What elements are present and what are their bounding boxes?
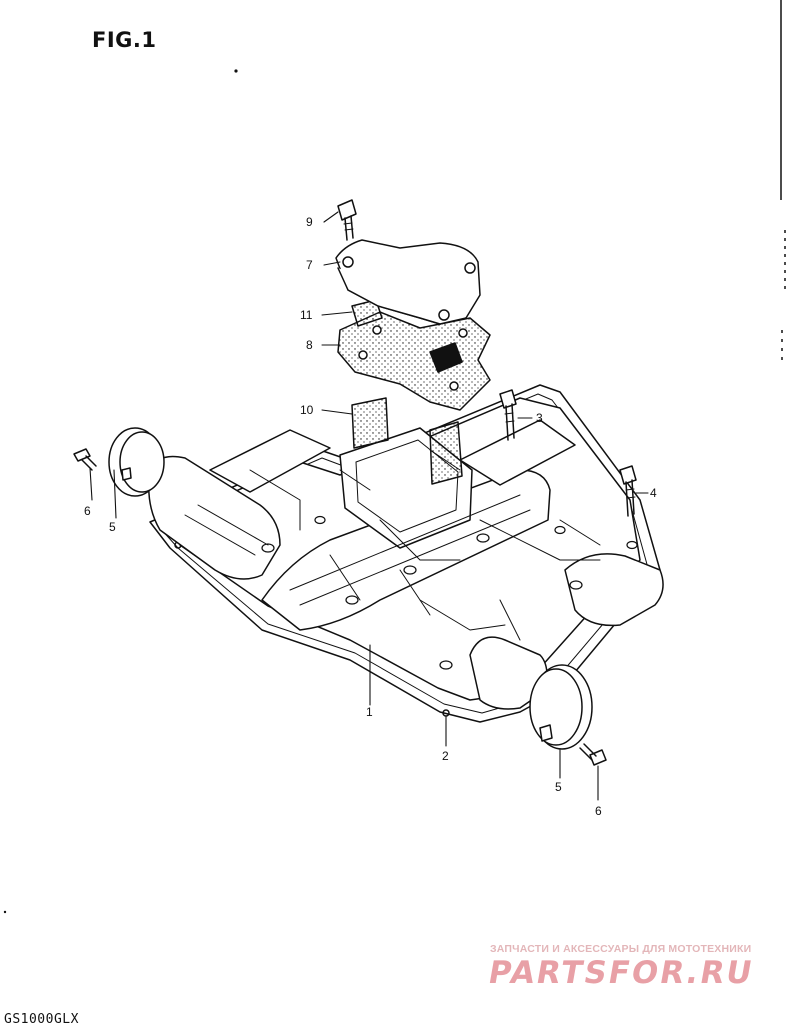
callout-2: 2 [442,749,449,763]
callout-5-right: 5 [555,780,562,794]
stray-dot [234,69,238,73]
callout-6-right: 6 [595,804,602,818]
part-4-bolt [619,465,637,517]
callout-7: 7 [306,258,313,272]
callout-labels: 9 7 11 8 10 3 4 6 5 1 2 5 6 [84,215,657,818]
callout-5-left: 5 [109,520,116,534]
leader-lines [89,211,649,801]
callout-1: 1 [366,705,373,719]
callout-8: 8 [306,338,313,352]
callout-4: 4 [650,486,657,500]
callout-11: 11 [300,308,313,322]
callout-6-left: 6 [84,504,91,518]
part-5-end-cap-right [529,664,593,750]
part-6-screw-right [579,743,607,766]
part-7-breather-cover [335,239,481,325]
stray-dot [3,910,7,914]
part-8-breather-cover-gasket [337,311,491,411]
model-code: GS1000GLX [4,1012,79,1027]
part-1-cylinder-head-cover [148,397,664,710]
part-5-end-cap-left [108,427,165,497]
part-10-breather-element [351,397,463,485]
part-11-seal [351,299,383,327]
watermark-logo-text: PARTSFOR.RU [486,955,757,991]
part-3-bolt [499,389,517,441]
part-9-bolt [337,199,357,241]
cover-bolt-bosses [261,515,638,670]
callout-9: 9 [306,215,313,229]
figure-title: FIG.1 [92,28,157,52]
partsfor-watermark-logo: PARTSFOR.RU [486,955,757,991]
part-6-screw-left [73,448,97,471]
watermark-caption: ЗАПЧАСТИ И АКСЕССУАРЫ ДЛЯ МОТОТЕХНИКИ [490,943,752,955]
callout-10: 10 [300,403,314,417]
page-edge-marks [780,0,786,360]
callout-3: 3 [536,411,543,425]
